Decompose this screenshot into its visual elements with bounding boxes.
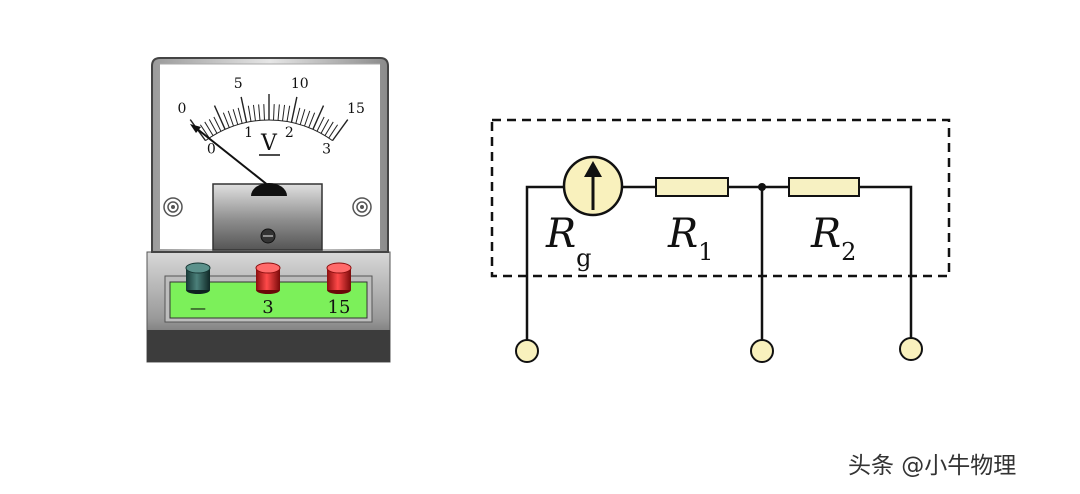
dial-tick xyxy=(295,107,301,124)
terminal-middle[interactable] xyxy=(750,339,774,363)
dial-tick xyxy=(199,124,210,139)
dial-tick xyxy=(282,104,286,121)
dial-label-top-3: 15 xyxy=(347,101,365,117)
screw-left-icon xyxy=(163,197,183,217)
terminal-negative[interactable] xyxy=(185,262,211,294)
dial-tick xyxy=(290,96,298,123)
terminal-15v[interactable] xyxy=(326,262,352,294)
galvanometer-icon xyxy=(562,155,624,217)
dial-tick xyxy=(258,104,261,121)
dial-tick xyxy=(304,110,311,127)
dial-label-top-0: 0 xyxy=(178,101,187,117)
dial-tick xyxy=(277,104,280,121)
dial-tick xyxy=(299,109,306,125)
terminal-label-3: 3 xyxy=(262,297,273,318)
dial-scale-ticks xyxy=(189,94,349,142)
meter-base-front xyxy=(147,330,390,362)
dial-label-top-1: 5 xyxy=(234,76,243,92)
meter-needle-tip xyxy=(190,124,201,133)
dial-tick xyxy=(204,121,214,136)
label-r2: R2 xyxy=(810,211,856,266)
dial-tick xyxy=(328,124,339,139)
dial-tick xyxy=(252,104,256,121)
needle-pivot xyxy=(251,183,287,196)
dial-scale-bottom: 0 1 2 3 xyxy=(207,125,331,158)
meter-unit-symbol: V xyxy=(260,131,278,156)
dial-scale-top: 0 5 10 15 xyxy=(178,76,365,117)
resistor-r2 xyxy=(788,177,860,197)
dial-label-bottom-1: 1 xyxy=(244,125,253,141)
dial-tick xyxy=(273,104,275,121)
dial-tick xyxy=(331,119,349,142)
dial-tick xyxy=(222,112,230,128)
dial-tick xyxy=(263,104,265,121)
terminal-label-negative: — xyxy=(190,298,206,317)
voltmeter: 0 5 10 15 0 1 2 3 V — 3 xyxy=(146,57,391,363)
label-r1: R1 xyxy=(667,211,713,266)
dial-tick xyxy=(247,105,252,122)
dial-tick xyxy=(320,119,330,134)
circuit-diagram: Rg R1 R2 xyxy=(490,118,951,363)
dial-tick xyxy=(208,119,218,134)
dial-tick xyxy=(213,116,222,132)
dial-label-bottom-3: 3 xyxy=(322,142,331,158)
dial-tick xyxy=(324,121,334,136)
terminal-right[interactable] xyxy=(899,337,923,361)
dial-label-bottom-0: 0 xyxy=(207,142,216,158)
wire-right xyxy=(859,185,913,340)
label-rg: Rg xyxy=(545,211,592,272)
dial-tick xyxy=(227,110,234,127)
enclosure-dashed-box xyxy=(490,118,951,278)
screw-right-icon xyxy=(352,197,372,217)
dial-tick xyxy=(312,105,325,130)
dial-tick xyxy=(308,112,316,128)
dial-label-bottom-2: 2 xyxy=(285,125,294,141)
wire-left xyxy=(525,185,564,340)
terminal-label-15: 15 xyxy=(328,297,351,318)
dial-tick xyxy=(316,116,325,132)
terminal-left[interactable] xyxy=(515,339,539,363)
watermark-text: 头条 @小牛物理 xyxy=(848,453,1017,479)
dial-tick xyxy=(232,109,239,125)
terminal-3v[interactable] xyxy=(255,262,281,294)
dial-tick xyxy=(286,105,291,122)
dial-label-top-2: 10 xyxy=(291,76,309,92)
dial-tick xyxy=(213,105,226,130)
junction-dot xyxy=(758,183,766,191)
resistor-r1 xyxy=(655,177,729,197)
meter-needle xyxy=(195,127,270,187)
dial-tick xyxy=(237,107,243,124)
zero-adjust-screw-icon[interactable] xyxy=(260,228,276,244)
dial-tick xyxy=(240,96,248,123)
